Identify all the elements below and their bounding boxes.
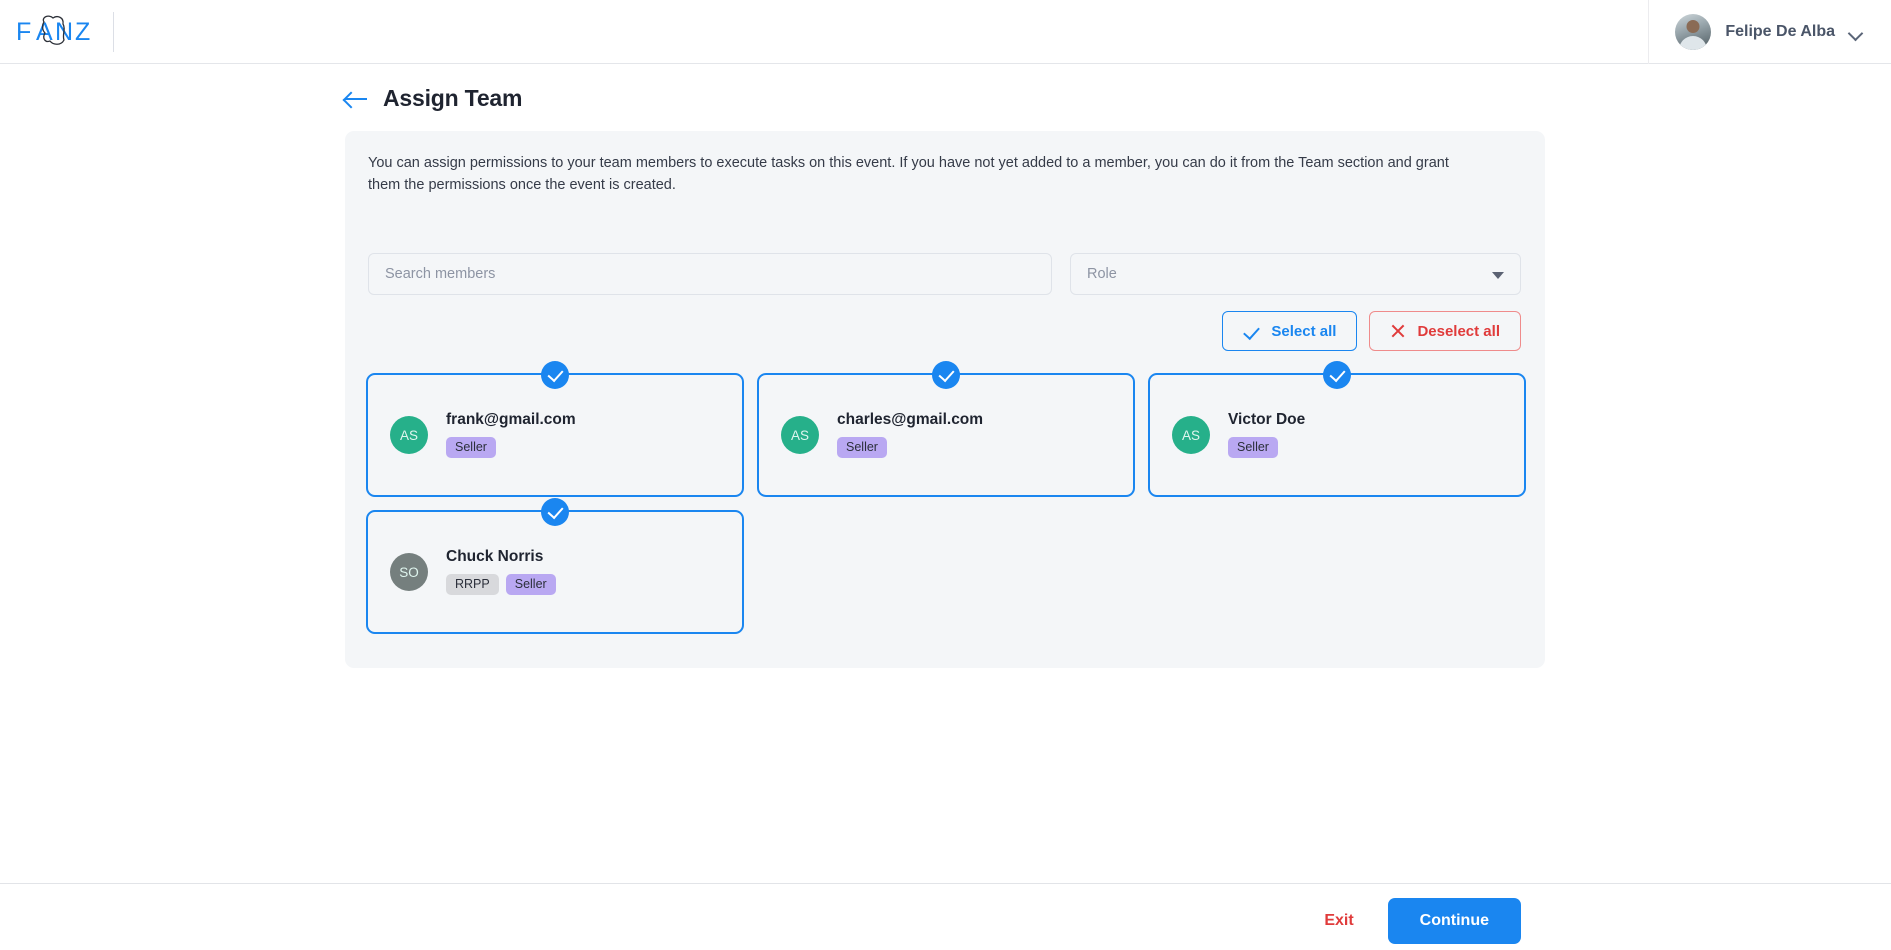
- footer-divider: [0, 883, 1891, 884]
- bulk-action-row: Select all Deselect all: [1222, 311, 1521, 351]
- filter-row: Role: [368, 253, 1521, 295]
- member-card[interactable]: AS charles@gmail.com Seller: [757, 361, 1135, 497]
- selected-check-icon[interactable]: [932, 361, 960, 389]
- deselect-all-label: Deselect all: [1417, 322, 1500, 340]
- continue-button[interactable]: Continue: [1387, 898, 1521, 944]
- member-badges: Seller: [837, 436, 983, 458]
- role-badge: Seller: [837, 436, 887, 458]
- page-title: Assign Team: [383, 85, 523, 111]
- role-badge: Seller: [505, 573, 556, 595]
- search-input[interactable]: [368, 253, 1052, 295]
- fanz-logo-icon: F A N Z: [16, 15, 93, 46]
- user-name: Felipe De Alba: [1725, 23, 1835, 40]
- brand-logo[interactable]: F A N Z: [0, 0, 113, 64]
- avatar: [1675, 14, 1712, 50]
- member-card[interactable]: SO Chuck Norris RRPP Seller: [366, 498, 744, 634]
- member-avatar: AS: [781, 416, 819, 454]
- member-name: frank@gmail.com: [446, 411, 576, 428]
- app-header: F A N Z Felipe De Alba: [0, 0, 1891, 64]
- member-badges: Seller: [446, 436, 576, 458]
- close-x-icon: [1390, 323, 1406, 339]
- svg-text:A: A: [36, 18, 56, 46]
- chevron-down-icon[interactable]: [1849, 28, 1863, 37]
- member-name: Victor Doe: [1228, 411, 1306, 428]
- selected-check-icon[interactable]: [541, 498, 569, 526]
- caret-down-icon: [1492, 272, 1504, 279]
- role-badge: Seller: [446, 436, 496, 458]
- select-all-button[interactable]: Select all: [1222, 311, 1358, 351]
- svg-text:F: F: [16, 18, 34, 46]
- footer-actions: Exit Continue: [1324, 898, 1521, 944]
- user-menu[interactable]: Felipe De Alba: [1648, 0, 1891, 64]
- selected-check-icon[interactable]: [1323, 361, 1351, 389]
- deselect-all-button[interactable]: Deselect all: [1369, 311, 1521, 351]
- svg-text:N: N: [55, 18, 76, 46]
- selected-check-icon[interactable]: [541, 361, 569, 389]
- member-avatar: AS: [390, 416, 428, 454]
- page-header: Assign Team: [345, 85, 522, 112]
- member-name: charles@gmail.com: [837, 411, 984, 428]
- select-all-label: Select all: [1271, 322, 1337, 340]
- role-select[interactable]: Role: [1070, 253, 1521, 295]
- member-badges: RRPP Seller: [446, 573, 556, 595]
- member-name: Chuck Norris: [446, 548, 544, 565]
- member-avatar: AS: [1172, 416, 1210, 454]
- role-badge: RRPP: [446, 573, 499, 595]
- check-icon: [1243, 323, 1260, 340]
- exit-button[interactable]: Exit: [1324, 912, 1354, 929]
- svg-text:Z: Z: [75, 18, 93, 46]
- role-select-label: Role: [1087, 266, 1117, 282]
- header-divider: [113, 12, 114, 52]
- role-badge: Seller: [1228, 436, 1278, 458]
- member-card[interactable]: AS Victor Doe Seller: [1148, 361, 1526, 497]
- member-card[interactable]: AS frank@gmail.com Seller: [366, 361, 744, 497]
- arrow-left-icon[interactable]: [345, 89, 369, 109]
- panel-description: You can assign permissions to your team …: [368, 155, 1449, 193]
- member-grid: AS frank@gmail.com Seller AS charles@gma…: [366, 361, 1526, 634]
- member-badges: Seller: [1228, 436, 1305, 458]
- member-avatar: SO: [390, 553, 428, 591]
